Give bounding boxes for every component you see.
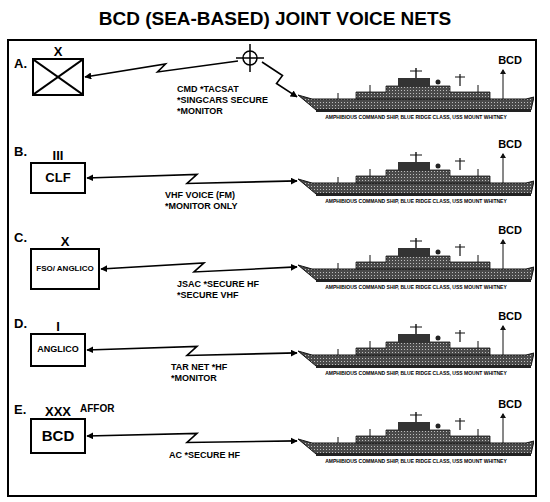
link-line	[101, 263, 297, 272]
diagram-title: BCD (SEA-BASED) JOINT VOICE NETS	[0, 8, 550, 30]
row-letter: E.	[14, 402, 26, 417]
echelon-marker: X	[12, 235, 118, 249]
ship-caption: AMPHIBIOUS COMMAND SHIP, BLUE RIDGE CLAS…	[298, 458, 534, 464]
voice-net-link	[87, 174, 297, 183]
row-letter: A.	[14, 56, 27, 71]
unit-symbol: XFSO/ ANGLICO	[30, 248, 100, 290]
ship-name: BCD	[498, 138, 522, 150]
row-letter: C.	[14, 230, 27, 245]
unit-name: FSO/ ANGLICO	[36, 265, 93, 274]
voice-net-link	[87, 346, 297, 355]
ship-caption: AMPHIBIOUS COMMAND SHIP, BLUE RIDGE CLAS…	[298, 114, 534, 120]
ship-illustration	[298, 412, 534, 458]
ship-caption: AMPHIBIOUS COMMAND SHIP, BLUE RIDGE CLAS…	[298, 284, 534, 290]
unit-name: BCD	[42, 428, 75, 445]
ship-illustration	[298, 152, 534, 198]
link-label: CMD *TACSAT *SINGCARS SECURE *MONITOR	[176, 84, 274, 116]
link-label: VHF VOICE (FM) *MONITOR ONLY	[164, 190, 278, 212]
command-ship: BCD AMPHIBIOUS COMMAND SHIP, BLUE RIDGE C…	[298, 312, 534, 378]
unit-name: CLF	[45, 171, 70, 185]
link-label: TAR NET *HF *MONITOR	[170, 362, 256, 384]
command-ship: BCD AMPHIBIOUS COMMAND SHIP, BLUE RIDGE C…	[298, 400, 534, 466]
infantry-cross	[34, 60, 82, 94]
voice-net-link	[87, 433, 297, 442]
link-label: JSAC *SECURE HF *SECURE VHF	[176, 279, 270, 301]
link-line	[87, 433, 297, 442]
ship-name: BCD	[498, 54, 522, 66]
net-label: AFFOR	[80, 403, 114, 414]
unit-symbol: IIICLF	[30, 162, 86, 194]
link-label: AC *SECURE HF	[168, 450, 254, 461]
ship-caption: AMPHIBIOUS COMMAND SHIP, BLUE RIDGE CLAS…	[298, 198, 534, 204]
row-letter: D.	[14, 316, 27, 331]
echelon-marker: X	[14, 45, 102, 59]
voice-net-link	[101, 263, 297, 272]
link-line	[87, 174, 297, 183]
command-ship: BCD AMPHIBIOUS COMMAND SHIP, BLUE RIDGE C…	[298, 140, 534, 206]
unit-symbol: XXXBCD	[30, 418, 86, 454]
link-line	[87, 346, 297, 355]
frame	[8, 40, 536, 496]
unit-symbol: IANGLICO	[30, 333, 86, 367]
unit-name: ANGLICO	[37, 345, 79, 355]
ship-name: BCD	[498, 398, 522, 410]
row-letter: B.	[14, 144, 27, 159]
ship-illustration	[298, 324, 534, 370]
ship-illustration	[298, 68, 534, 114]
ship-caption: AMPHIBIOUS COMMAND SHIP, BLUE RIDGE CLAS…	[298, 370, 534, 376]
command-ship: BCD AMPHIBIOUS COMMAND SHIP, BLUE RIDGE C…	[298, 226, 534, 292]
command-ship: BCD AMPHIBIOUS COMMAND SHIP, BLUE RIDGE C…	[298, 56, 534, 122]
ship-illustration	[298, 238, 534, 284]
satellite-symbol	[236, 44, 264, 72]
link-line	[85, 61, 238, 77]
ship-name: BCD	[498, 310, 522, 322]
unit-symbol: X	[32, 58, 84, 96]
ship-name: BCD	[498, 224, 522, 236]
